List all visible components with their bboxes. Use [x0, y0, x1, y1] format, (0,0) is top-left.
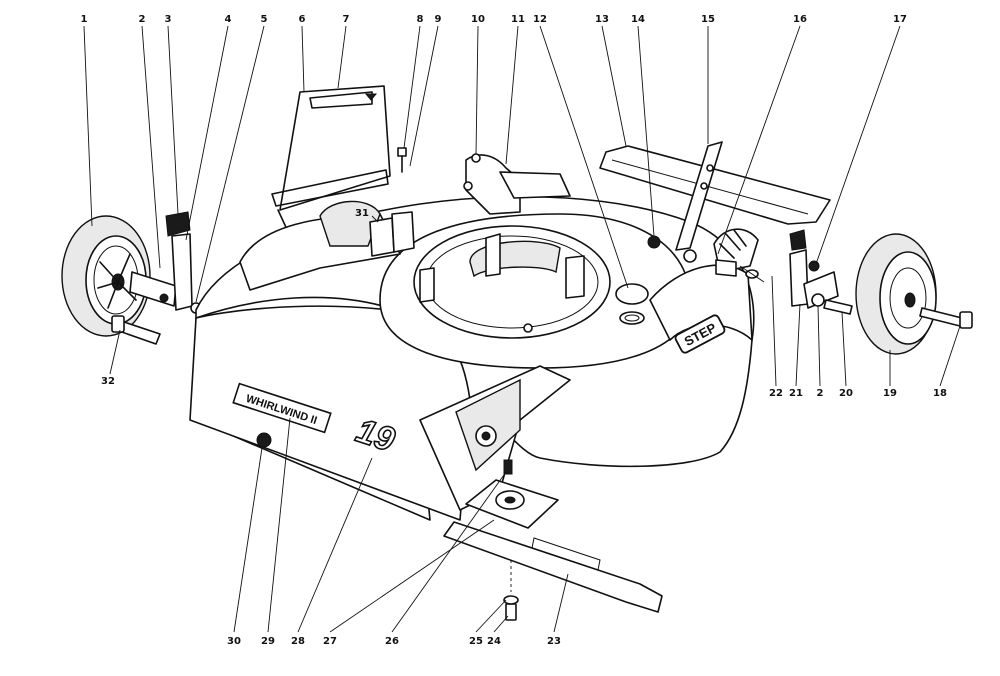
- left-axle-bracket: [129, 211, 202, 314]
- callout-3: 3: [165, 14, 172, 25]
- callout-29: 29: [261, 636, 275, 647]
- callout-13: 13: [595, 14, 609, 25]
- right-wheel-bolt: [919, 307, 973, 329]
- step-badge: STEP: [674, 314, 726, 354]
- callout-25: 25: [469, 636, 483, 647]
- callout-27: 27: [323, 636, 337, 647]
- callout-18: 18: [933, 388, 947, 399]
- callout-16: 16: [793, 14, 807, 25]
- deck-nut: [256, 432, 272, 448]
- mower-deck: STEP WHIRLWIND II 19: [189, 153, 755, 521]
- callout-numbers: 1 2 3 4 5 6 7 8 9 10 11 12 13 14 15 16 1…: [81, 14, 947, 647]
- callout-26: 26: [385, 636, 399, 647]
- callout-22: 22: [769, 388, 783, 399]
- callout-17: 17: [893, 14, 907, 25]
- callout-15: 15: [701, 14, 715, 25]
- rear-handle-bracket: [675, 141, 723, 251]
- callout-19: 19: [883, 388, 897, 399]
- callout-21: 21: [789, 388, 803, 399]
- callout-2-left: 2: [139, 14, 146, 25]
- right-axle-bracket: [789, 229, 839, 309]
- callout-20: 20: [839, 388, 853, 399]
- callout-12: 12: [533, 14, 547, 25]
- callout-32: 32: [101, 376, 115, 387]
- callout-6: 6: [299, 14, 306, 25]
- leader-lines: [83, 25, 961, 633]
- callout-31: 31: [355, 208, 369, 219]
- left-axle-bolt: [111, 315, 161, 345]
- callout-1: 1: [81, 14, 88, 25]
- deflector-screw: [397, 147, 407, 173]
- callout-5: 5: [261, 14, 268, 25]
- callout-10: 10: [471, 14, 485, 25]
- callout-14: 14: [631, 14, 645, 25]
- callout-23: 23: [547, 636, 561, 647]
- height-adjuster: [713, 228, 759, 277]
- callout-24: 24: [487, 636, 501, 647]
- callout-7: 7: [343, 14, 350, 25]
- right-axle-bolt: [823, 299, 853, 315]
- callout-8: 8: [417, 14, 424, 25]
- callout-4: 4: [225, 14, 232, 25]
- right-wheel: [855, 233, 937, 355]
- callout-28: 28: [291, 636, 305, 647]
- callout-11: 11: [511, 14, 525, 25]
- rear-flap: [599, 145, 831, 225]
- washer-22: [739, 265, 765, 283]
- callout-9: 9: [435, 14, 442, 25]
- callout-30: 30: [227, 636, 241, 647]
- blade-assembly: [443, 459, 663, 621]
- callout-2-right: 2: [817, 388, 824, 399]
